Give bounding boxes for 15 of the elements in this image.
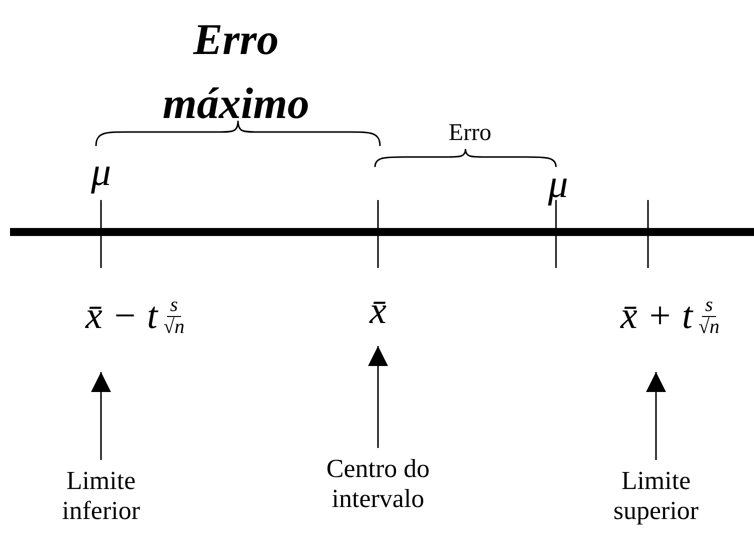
formula-text: x̄ + t xyxy=(620,294,693,338)
arrow xyxy=(368,346,388,448)
fraction: s √n xyxy=(698,295,720,337)
symbol-label: μ xyxy=(90,148,112,195)
formula-text: x̄ xyxy=(358,288,398,334)
callout-text: Limite inferior xyxy=(36,460,166,532)
formula-text: x̄ − t xyxy=(85,294,158,338)
callout-text: Limite superior xyxy=(591,460,721,532)
symbol-label: μ xyxy=(548,160,568,207)
callout-text: Centro do intervalo xyxy=(298,448,458,520)
bracket-label: Erro xyxy=(448,120,492,147)
arrow xyxy=(91,372,111,460)
bracket-label: Erro máximo xyxy=(162,14,310,130)
arrow xyxy=(646,372,666,460)
fraction: s √n xyxy=(164,295,185,337)
